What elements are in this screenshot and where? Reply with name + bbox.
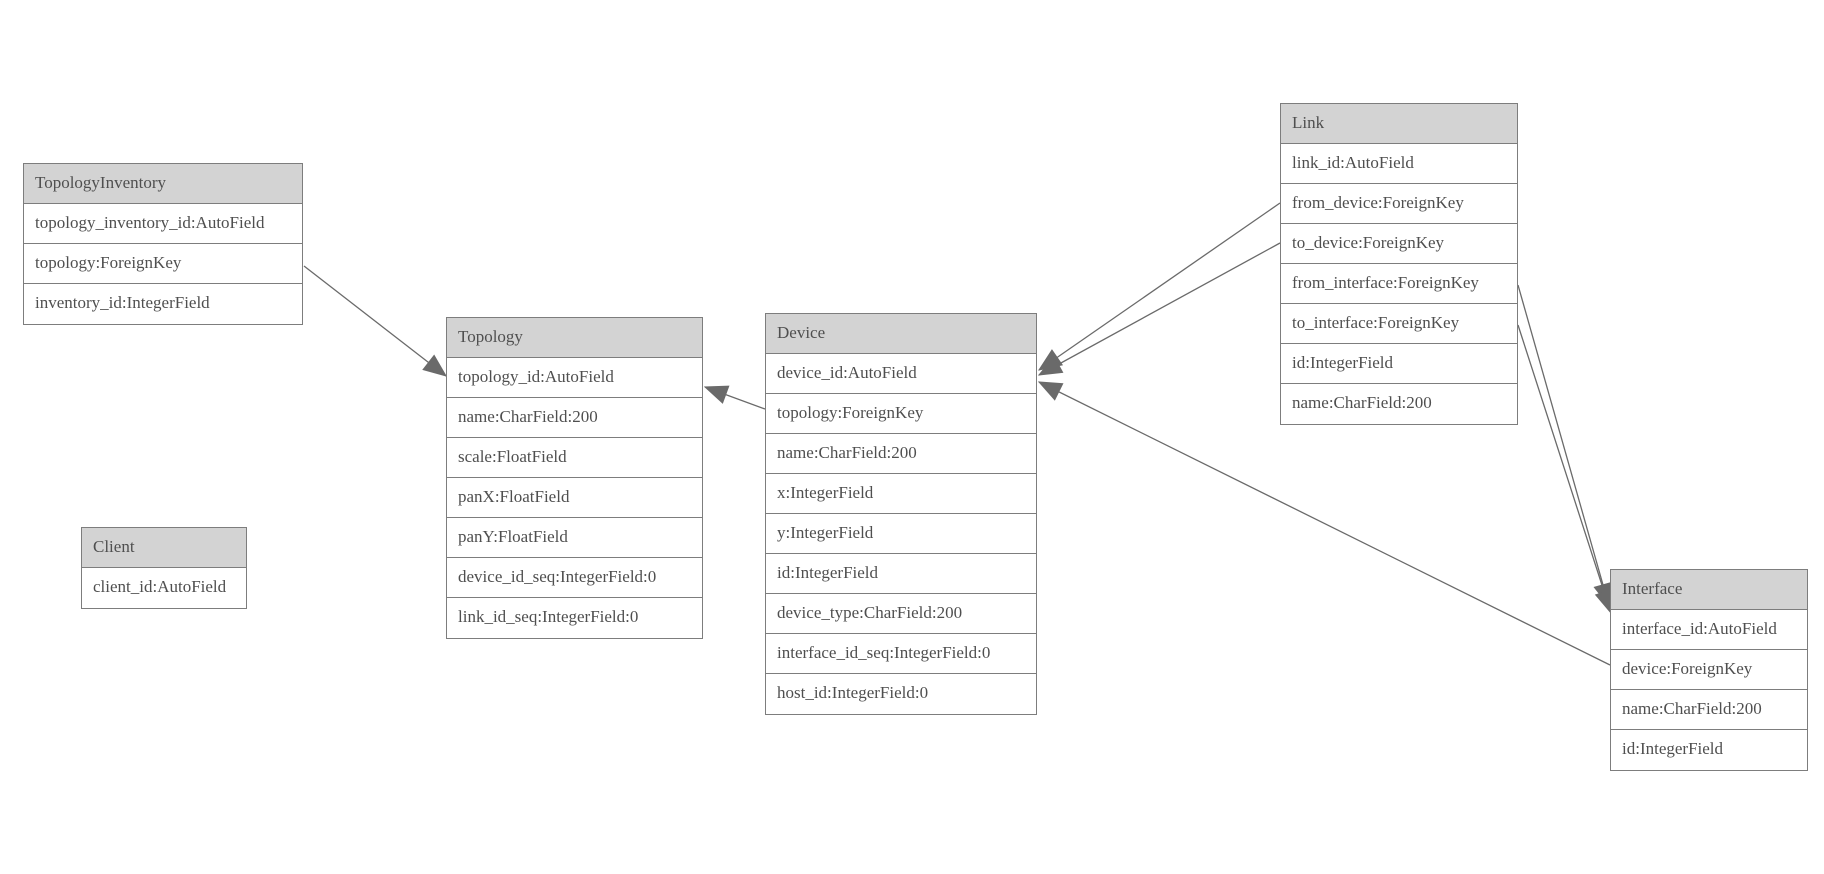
entity-device-title: Device (766, 314, 1036, 354)
entity-field: name:CharField:200 (1281, 384, 1517, 424)
entity-field: name:CharField:200 (447, 398, 702, 438)
entity-field: topology_inventory_id:AutoField (24, 204, 302, 244)
entity-field: device_id_seq:IntegerField:0 (447, 558, 702, 598)
relation-topologyinventory-topology (303, 265, 446, 376)
entity-topology: Topology topology_id:AutoField name:Char… (446, 317, 703, 639)
entity-field: device:ForeignKey (1611, 650, 1807, 690)
entity-field: host_id:IntegerField:0 (766, 674, 1036, 714)
entity-field: from_interface:ForeignKey (1281, 264, 1517, 304)
entity-interface-title: Interface (1611, 570, 1807, 610)
entity-field: link_id:AutoField (1281, 144, 1517, 184)
entity-topologyinventory-title: TopologyInventory (24, 164, 302, 204)
entity-field: interface_id_seq:IntegerField:0 (766, 634, 1036, 674)
entity-interface: Interface interface_id:AutoField device:… (1610, 569, 1808, 771)
entity-field: name:CharField:200 (766, 434, 1036, 474)
entity-field: topology:ForeignKey (766, 394, 1036, 434)
entity-field: topology:ForeignKey (24, 244, 302, 284)
entity-field: link_id_seq:IntegerField:0 (447, 598, 702, 638)
entity-field: id:IntegerField (1281, 344, 1517, 384)
entity-field: scale:FloatField (447, 438, 702, 478)
entity-field: device_id:AutoField (766, 354, 1036, 394)
entity-client: Client client_id:AutoField (81, 527, 247, 609)
entity-field: to_interface:ForeignKey (1281, 304, 1517, 344)
entity-field: panX:FloatField (447, 478, 702, 518)
entity-topologyinventory: TopologyInventory topology_inventory_id:… (23, 163, 303, 325)
entity-field: from_device:ForeignKey (1281, 184, 1517, 224)
entity-link-title: Link (1281, 104, 1517, 144)
entity-field: y:IntegerField (766, 514, 1036, 554)
relation-link-tointerface-interface (1517, 324, 1611, 613)
entity-field: id:IntegerField (766, 554, 1036, 594)
entity-field: interface_id:AutoField (1611, 610, 1807, 650)
entity-field: panY:FloatField (447, 518, 702, 558)
entity-field: device_type:CharField:200 (766, 594, 1036, 634)
entity-client-title: Client (82, 528, 246, 568)
relation-link-frominterface-interface (1517, 284, 1609, 606)
entity-field: to_device:ForeignKey (1281, 224, 1517, 264)
entity-field: topology_id:AutoField (447, 358, 702, 398)
entity-field: x:IntegerField (766, 474, 1036, 514)
relation-link-todevice-device (1039, 242, 1281, 375)
entity-topology-title: Topology (447, 318, 702, 358)
relation-link-fromdevice-device (1039, 202, 1281, 370)
entity-field: name:CharField:200 (1611, 690, 1807, 730)
entity-field: id:IntegerField (1611, 730, 1807, 770)
entity-link: Link link_id:AutoField from_device:Forei… (1280, 103, 1518, 425)
entity-field: client_id:AutoField (82, 568, 246, 608)
relation-interface-device (1039, 382, 1611, 666)
entity-field: inventory_id:IntegerField (24, 284, 302, 324)
entity-device: Device device_id:AutoField topology:Fore… (765, 313, 1037, 715)
relation-device-topology (705, 387, 766, 410)
